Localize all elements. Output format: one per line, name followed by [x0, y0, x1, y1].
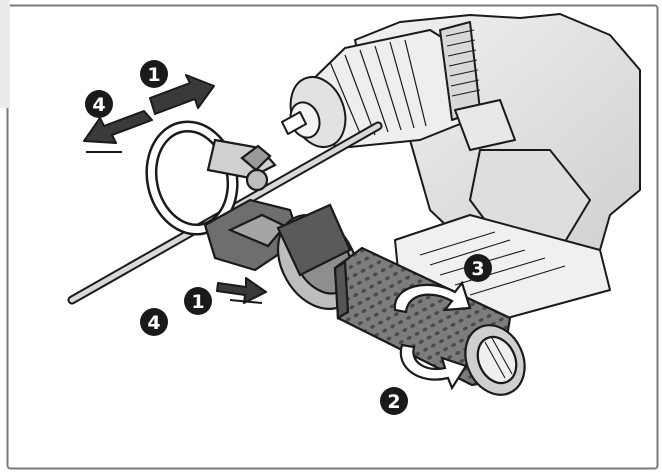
arrow-1-bottom [216, 277, 267, 304]
clamp-band [145, 120, 302, 272]
page-edge-tab [0, 0, 10, 108]
svg-text:4: 4 [147, 312, 160, 334]
auxiliary-handle [276, 203, 526, 396]
svg-text:2: 2 [387, 391, 400, 413]
step-3-badge: 3 [464, 254, 492, 282]
step-1-top-badge: 1 [140, 60, 168, 88]
svg-text:1: 1 [147, 64, 160, 86]
rotation-arrows [393, 280, 472, 391]
step-4-bottom-badge: 4 [140, 308, 168, 336]
step-4-top-badge: 4 [85, 90, 113, 118]
svg-text:3: 3 [471, 258, 484, 280]
step-badges: 1 4 1 4 3 2 [85, 60, 492, 415]
svg-text:4: 4 [92, 94, 105, 116]
arrow-1-top [149, 74, 215, 115]
step-2-badge: 2 [380, 387, 408, 415]
arrow-4-top [83, 110, 153, 144]
direction-arrows [83, 74, 267, 304]
drill-body [281, 13, 641, 321]
svg-text:1: 1 [191, 291, 204, 313]
step-1-bottom-badge: 1 [184, 287, 212, 315]
